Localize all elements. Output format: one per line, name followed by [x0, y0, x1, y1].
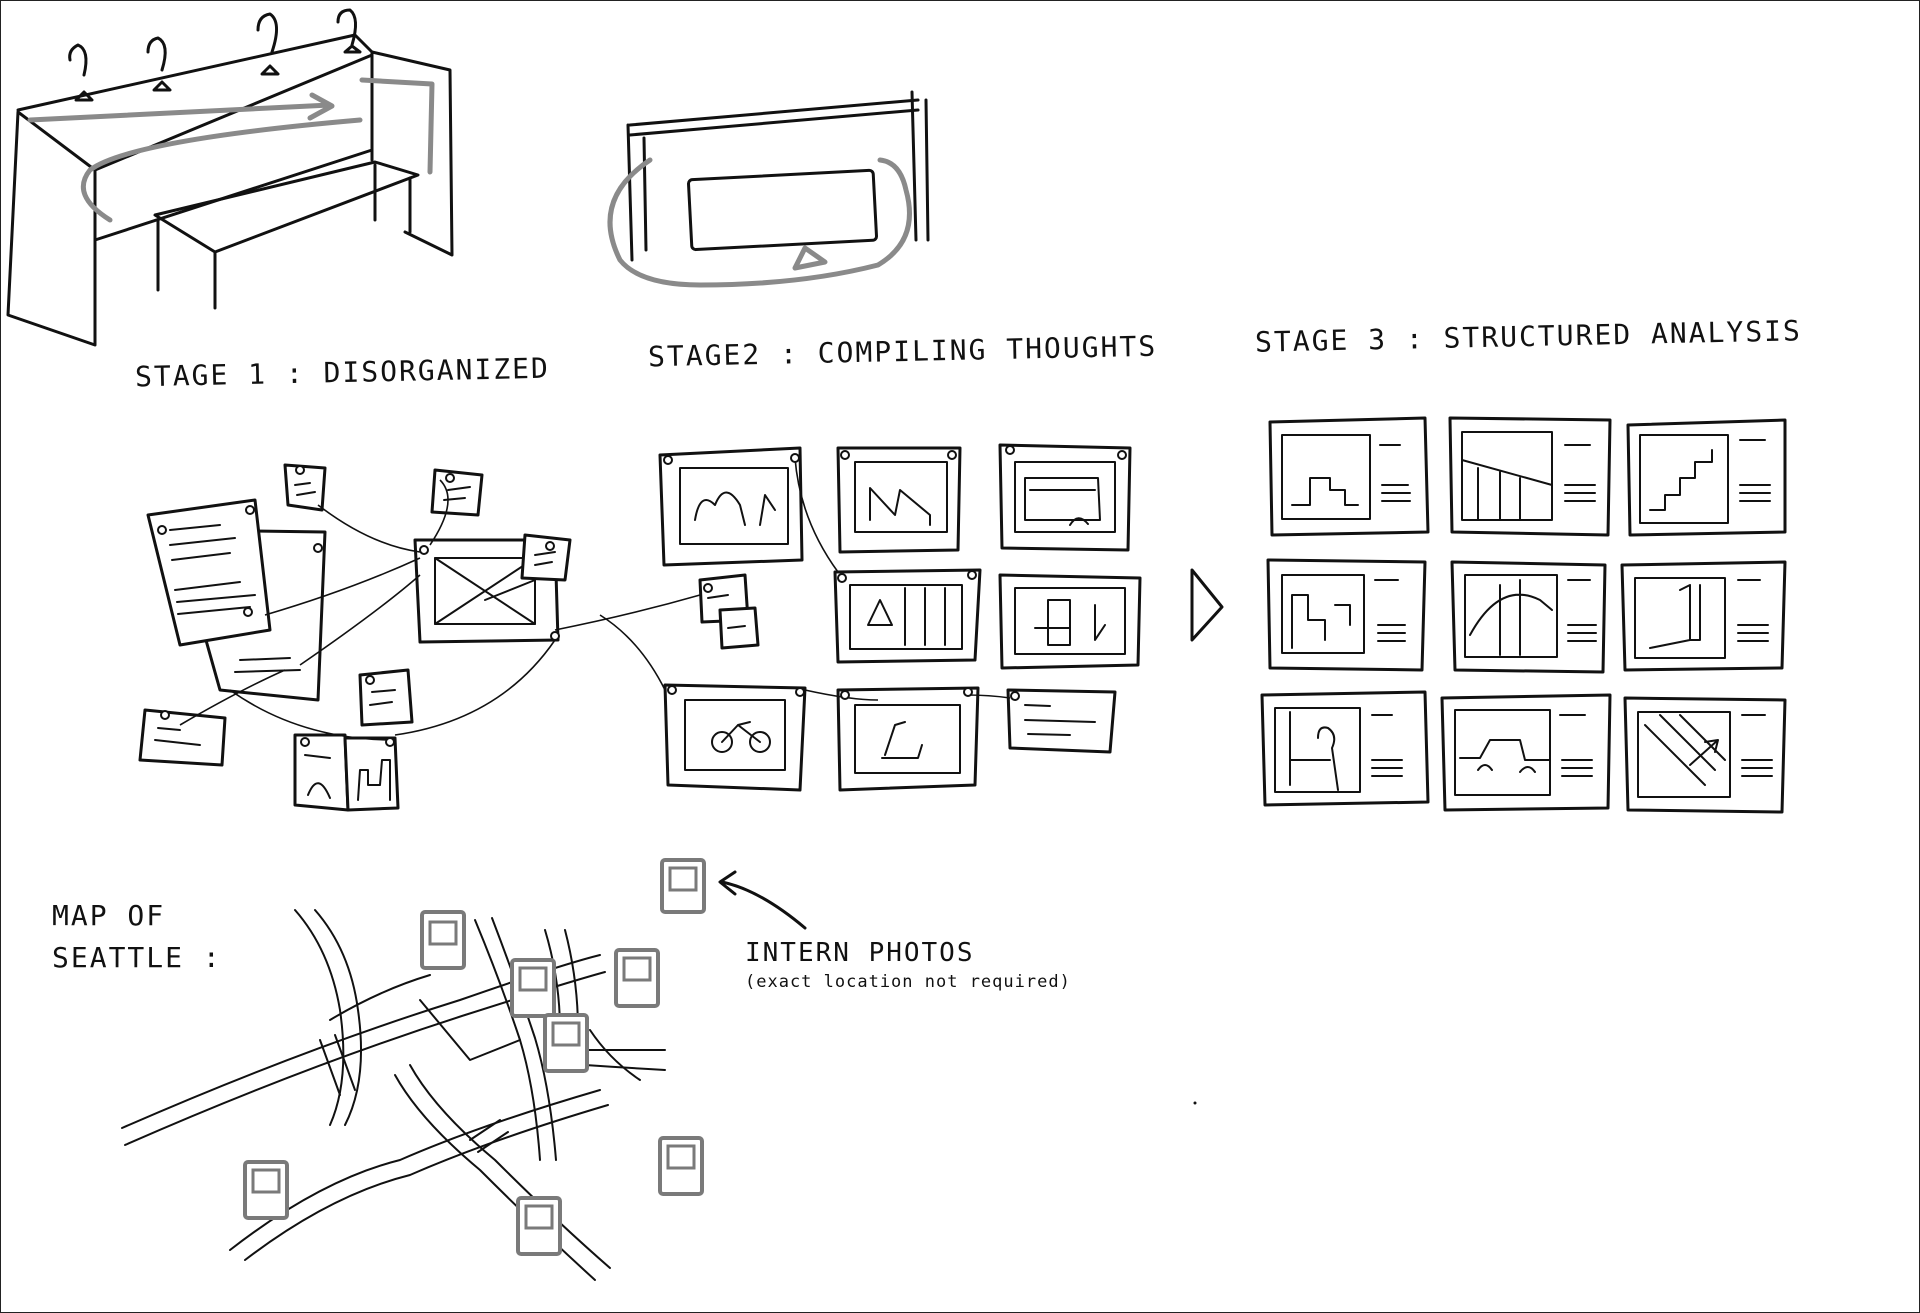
stage2-board	[599, 443, 1142, 792]
seattle-map	[121, 909, 666, 1281]
pointer-arrow-icon	[718, 870, 807, 930]
stage3-grid	[1260, 416, 1787, 814]
intern-photo-markers	[243, 858, 706, 1256]
intern-photos-note: (exact location not required)	[745, 972, 1071, 992]
intern-photos-label: INTERN PHOTOS	[745, 938, 975, 968]
booth-sketch	[6, 8, 454, 347]
stage1-collage	[138, 463, 701, 812]
plan-view-sketch	[607, 90, 930, 288]
stage-arrow-icon	[1190, 568, 1224, 642]
map-title: MAP OF SEATTLE :	[52, 899, 222, 974]
